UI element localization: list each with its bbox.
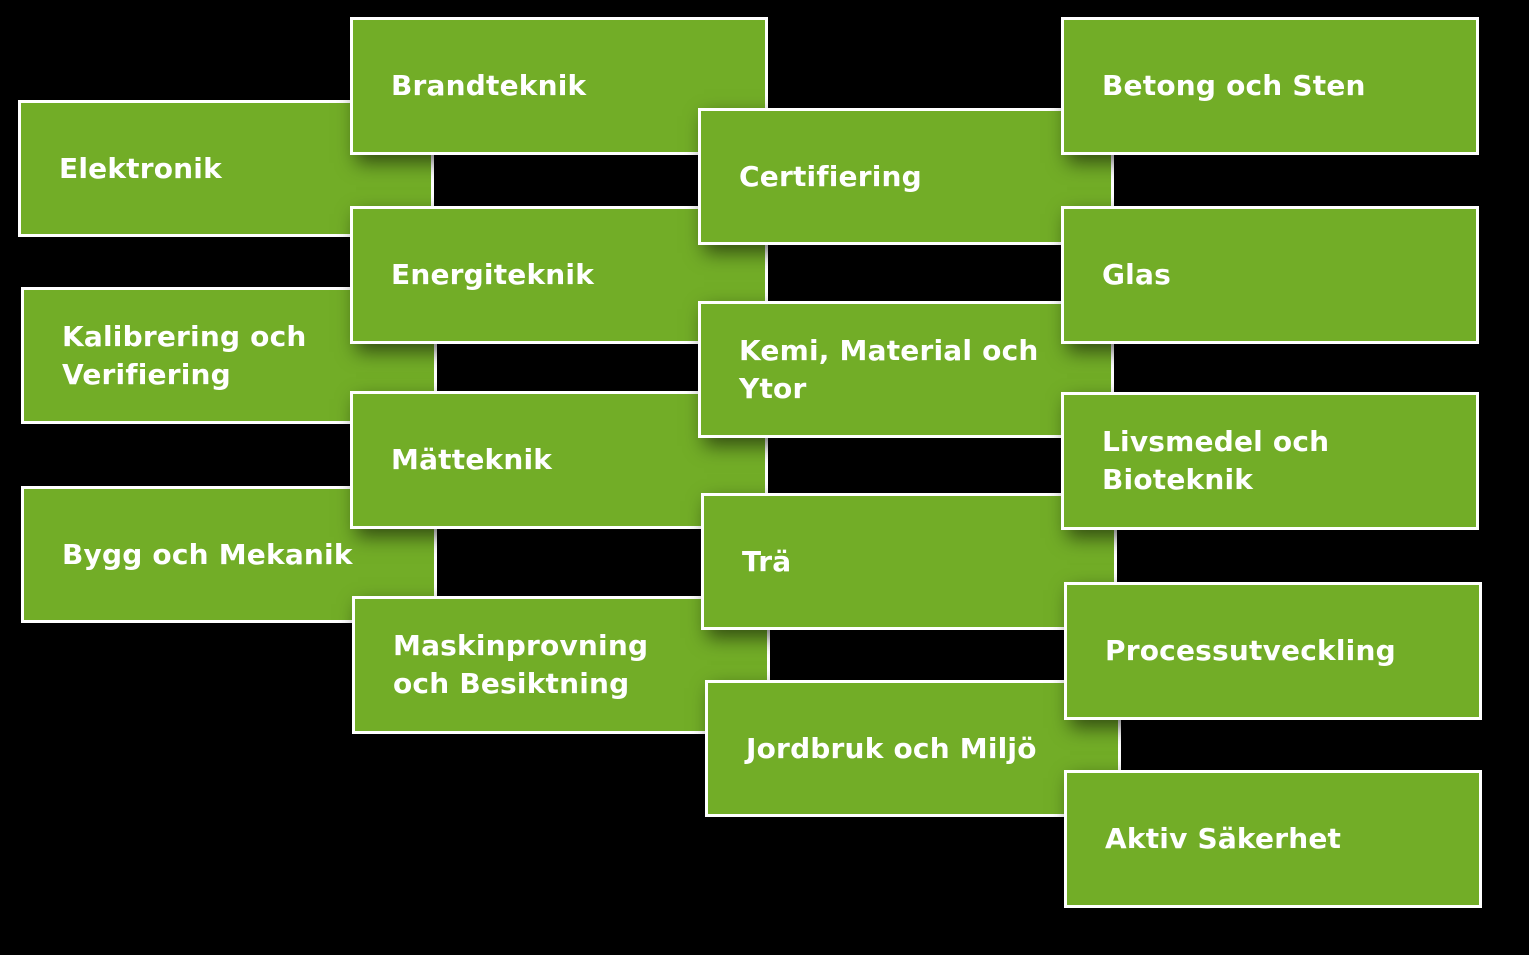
area-label-kalibrering: Kalibrering och Verifiering: [62, 319, 307, 391]
area-box-glas: Glas: [1061, 206, 1479, 344]
area-label-certifiering: Certifiering: [739, 159, 922, 193]
area-label-brandteknik: Brandteknik: [391, 69, 587, 102]
area-label-jordbruk: Jordbruk och Miljö: [746, 731, 1037, 765]
area-box-tra: Trä: [701, 493, 1117, 630]
area-label-glas: Glas: [1102, 258, 1171, 291]
area-box-kemi: Kemi, Material och Ytor: [698, 301, 1114, 438]
area-label-energiteknik: Energiteknik: [391, 258, 595, 291]
area-label-bygg: Bygg och Mekanik: [62, 537, 353, 571]
area-label-matteknik: Mätteknik: [391, 443, 553, 476]
area-box-aktiv: Aktiv Säkerhet: [1064, 770, 1482, 908]
area-label-kemi: Kemi, Material och Ytor: [739, 333, 1039, 405]
area-label-tra: Trä: [742, 544, 792, 578]
area-box-processutveckling: Processutveckling: [1064, 582, 1482, 720]
area-box-betong: Betong och Sten: [1061, 17, 1479, 155]
area-label-aktiv: Aktiv Säkerhet: [1105, 822, 1342, 855]
area-label-maskinprovning: Maskinprovning och Besiktning: [393, 629, 649, 700]
area-label-processutveckling: Processutveckling: [1105, 634, 1396, 667]
area-box-jordbruk: Jordbruk och Miljö: [705, 680, 1121, 817]
area-label-elektronik: Elektronik: [59, 151, 222, 185]
area-box-maskinprovning: Maskinprovning och Besiktning: [352, 596, 770, 734]
area-label-betong: Betong och Sten: [1102, 69, 1366, 102]
area-box-livsmedel: Livsmedel och Bioteknik: [1061, 392, 1479, 530]
area-label-livsmedel: Livsmedel och Bioteknik: [1102, 425, 1330, 496]
area-box-certifiering: Certifiering: [698, 108, 1114, 245]
